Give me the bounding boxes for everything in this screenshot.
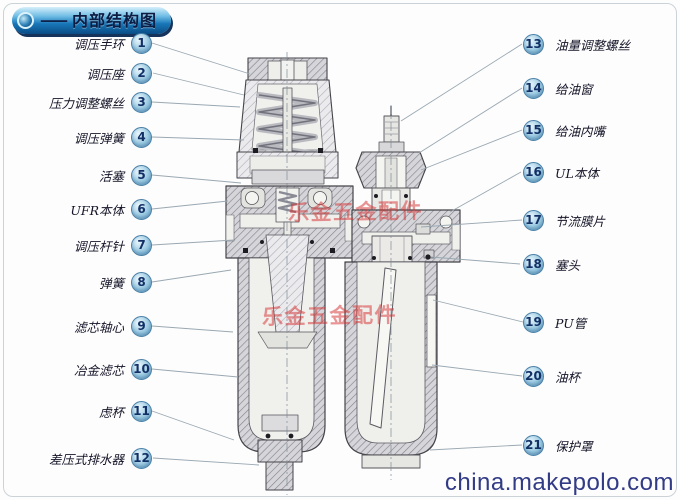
callout-12: 差压式排水器 12 <box>0 447 152 469</box>
part-label: 滤芯轴心 <box>73 319 124 335</box>
drain-valve <box>257 414 303 491</box>
hand-ring-cap <box>247 57 328 93</box>
number-badge: 8 <box>131 271 152 293</box>
header-banner: —— 内部结构图 <box>12 7 172 34</box>
number-badge: 19 <box>523 311 544 333</box>
part-label: 保护罩 <box>555 438 593 454</box>
number-badge: 15 <box>523 119 544 141</box>
throttle-diaphragm <box>415 223 431 235</box>
number-badge: 17 <box>523 209 544 231</box>
part-label: 给油内嘴 <box>555 123 606 139</box>
number-badge: 12 <box>131 447 152 469</box>
part-label: 调压手环 <box>73 36 124 52</box>
site-watermark: china.makepolo.com <box>444 469 674 496</box>
callout-5: 活塞 5 <box>0 164 152 186</box>
banner-dash: —— <box>40 11 68 29</box>
part-label: 虑杯 <box>98 404 124 420</box>
callout-7: 调压杆针 7 <box>0 234 152 256</box>
number-badge: 6 <box>131 198 152 220</box>
number-badge: 14 <box>523 77 544 99</box>
part-label: 活塞 <box>98 168 124 184</box>
callout-17: 17 节流膜片 <box>523 209 605 231</box>
part-label: UFR本体 <box>70 202 124 218</box>
callout-2: 调压座 2 <box>0 62 152 84</box>
callout-16: 16 UL本体 <box>523 161 599 183</box>
callout-19: 19 PU管 <box>523 311 586 333</box>
callout-14: 14 给油窗 <box>523 77 593 99</box>
callout-15: 15 给油内嘴 <box>523 119 605 141</box>
part-label: PU管 <box>555 315 587 331</box>
callout-1: 调压手环 1 <box>0 32 152 54</box>
number-badge: 4 <box>131 126 152 148</box>
part-label: 塞头 <box>555 257 581 273</box>
part-label: 调压杆针 <box>73 238 124 254</box>
number-badge: 9 <box>131 315 152 337</box>
number-badge: 11 <box>131 400 152 422</box>
number-badge: 16 <box>523 161 544 183</box>
callout-20: 20 油杯 <box>523 365 580 387</box>
oil-adjust-screw <box>378 106 405 153</box>
leader-lines <box>151 42 524 466</box>
sight-slot <box>426 294 437 368</box>
page-title: 内部结构图 <box>72 10 158 30</box>
part-label: UL本体 <box>555 165 599 181</box>
fr-unit <box>225 52 354 495</box>
part-label: 节流膜片 <box>555 213 606 229</box>
callout-13: 13 油量调整螺丝 <box>523 33 630 55</box>
callout-3: 压力调整螺丝 3 <box>0 91 152 113</box>
callout-10: 冶金滤芯 10 <box>0 358 152 380</box>
part-label: 调压弹簧 <box>73 130 124 146</box>
part-label: 差压式排水器 <box>48 451 124 467</box>
number-badge: 10 <box>131 358 152 380</box>
callout-21: 21 保护罩 <box>523 434 593 456</box>
callout-9: 滤芯轴心 9 <box>0 315 152 337</box>
filter-element <box>257 234 318 349</box>
part-label: 调压座 <box>86 66 124 82</box>
number-badge: 7 <box>131 234 152 256</box>
number-badge: 20 <box>523 365 544 387</box>
number-badge: 21 <box>523 434 544 456</box>
callout-8: 弹簧 8 <box>0 271 152 293</box>
number-badge: 3 <box>131 91 152 113</box>
part-label: 给油窗 <box>555 81 593 97</box>
part-label: 压力调整螺丝 <box>48 95 124 111</box>
ul-body <box>351 209 461 263</box>
banner-bullet-icon <box>17 12 34 29</box>
callout-11: 虑杯 11 <box>0 400 152 422</box>
callout-4: 调压弹簧 4 <box>0 126 152 148</box>
part-label: 弹簧 <box>98 275 124 291</box>
number-badge: 18 <box>523 253 544 275</box>
part-label: 油杯 <box>555 369 581 385</box>
part-label: 油量调整螺丝 <box>555 37 631 53</box>
number-badge: 13 <box>523 33 544 55</box>
lubricator-unit <box>344 105 461 480</box>
callout-18: 18 塞头 <box>523 253 580 275</box>
number-badge: 2 <box>131 62 152 84</box>
number-badge: 5 <box>131 164 152 186</box>
callout-6: UFR本体 6 <box>0 198 152 220</box>
pu-tube <box>369 267 397 429</box>
number-badge: 1 <box>131 32 152 54</box>
part-label: 冶金滤芯 <box>73 362 124 378</box>
piston <box>236 148 339 185</box>
